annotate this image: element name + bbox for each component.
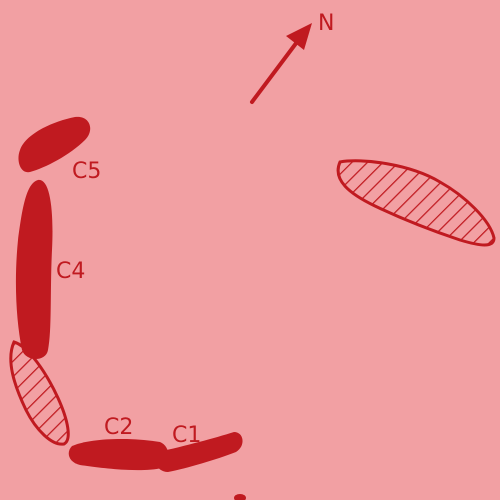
stone-c1 <box>155 432 243 472</box>
stone-hatched-right <box>336 159 496 247</box>
stone-c2 <box>68 438 169 471</box>
north-label: N <box>318 11 334 36</box>
stone-c4-label: C4 <box>56 259 85 284</box>
stone-c2-label: C2 <box>104 415 133 440</box>
edge-mark <box>234 494 246 500</box>
north-arrow-icon <box>250 23 312 104</box>
stone-c4 <box>15 179 53 359</box>
stone-c1-label: C1 <box>172 423 201 448</box>
stone-hatched-left <box>9 340 70 446</box>
stone-c5-label: C5 <box>72 159 101 184</box>
stone-c5 <box>18 116 91 173</box>
